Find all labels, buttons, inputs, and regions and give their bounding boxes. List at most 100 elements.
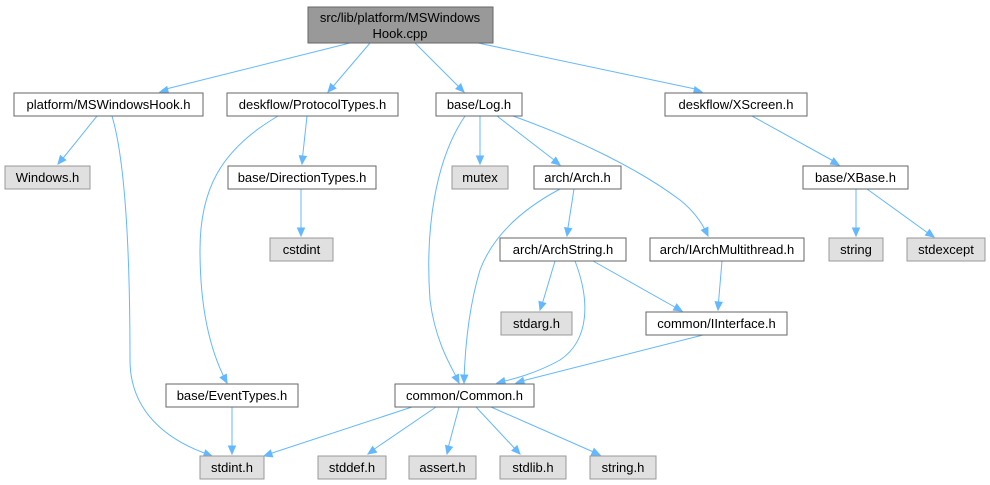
edge-log-to-mutex: [475, 116, 485, 166]
node-common-iinterface-h[interactable]: common/IInterface.h: [645, 311, 788, 336]
edge-arch-to-common: [459, 188, 561, 385]
arrow-head-icon: [366, 445, 378, 455]
edge-root-to-log: [414, 42, 465, 93]
arrow-head-icon: [851, 227, 861, 238]
edge-common-to-stddef: [366, 406, 437, 455]
node-base-eventtypes-h[interactable]: base/EventTypes.h: [165, 383, 299, 408]
arrow-head-icon: [158, 85, 170, 95]
arrow-head-icon: [227, 445, 237, 456]
node-base-directiontypes-h[interactable]: base/DirectionTypes.h: [227, 165, 377, 190]
edge-protocoltypes-to-directiontypes: [298, 115, 308, 166]
svg-text:arch/ArchString.h: arch/ArchString.h: [513, 242, 613, 257]
svg-text:cstdint: cstdint: [283, 242, 321, 257]
svg-text:platform/MSWindowsHook.h: platform/MSWindowsHook.h: [27, 97, 191, 112]
node-string[interactable]: string: [828, 237, 884, 262]
svg-text:string.h: string.h: [602, 460, 645, 475]
arrow-head-icon: [564, 226, 573, 238]
node-root-label-line2: Hook.cpp: [373, 26, 428, 41]
svg-text:deskflow/XScreen.h: deskflow/XScreen.h: [679, 97, 794, 112]
edge-xbase-to-string: [851, 189, 861, 238]
svg-text:stdint.h: stdint.h: [211, 460, 253, 475]
edge-platform-hook-to-windows: [57, 115, 98, 165]
node-mutex[interactable]: mutex: [451, 165, 509, 190]
svg-text:assert.h: assert.h: [419, 460, 465, 475]
arrow-head-icon: [298, 155, 308, 166]
node-stdexcept[interactable]: stdexcept: [906, 237, 986, 262]
node-assert-h[interactable]: assert.h: [408, 455, 477, 480]
svg-text:Windows.h: Windows.h: [16, 170, 80, 185]
node-deskflow-xscreen-h[interactable]: deskflow/XScreen.h: [664, 92, 808, 117]
arrow-head-icon: [538, 300, 547, 312]
edges: [57, 42, 936, 458]
arrow-head-icon: [672, 303, 684, 312]
edge-common-to-string-h: [490, 406, 602, 456]
svg-text:base/EventTypes.h: base/EventTypes.h: [177, 388, 288, 403]
edge-platform-hook-to-stdint: [111, 115, 214, 458]
arrow-head-icon: [451, 373, 460, 385]
svg-text:common/IInterface.h: common/IInterface.h: [657, 316, 776, 331]
arrow-head-icon: [924, 228, 936, 238]
node-string-h[interactable]: string.h: [589, 455, 657, 480]
node-common-common-h[interactable]: common/Common.h: [394, 383, 535, 408]
arrow-head-icon: [444, 444, 454, 456]
svg-text:stddef.h: stddef.h: [329, 460, 375, 475]
arrow-head-icon: [829, 157, 841, 166]
node-windows-h[interactable]: Windows.h: [4, 165, 91, 190]
arrow-head-icon: [459, 374, 469, 385]
node-stdarg-h[interactable]: stdarg.h: [500, 311, 573, 336]
svg-text:base/XBase.h: base/XBase.h: [815, 170, 896, 185]
edge-common-to-stdlib: [475, 406, 521, 455]
arrow-head-icon: [714, 301, 723, 312]
edge-root-to-platform-hook: [158, 42, 351, 95]
edge-root-to-xscreen: [477, 42, 704, 95]
edge-xscreen-to-xbase: [751, 115, 841, 166]
node-deskflow-protocoltypes-h[interactable]: deskflow/ProtocolTypes.h: [226, 92, 399, 117]
node-root-label-line1: src/lib/platform/MSWindows: [320, 10, 481, 25]
svg-text:common/Common.h: common/Common.h: [406, 388, 523, 403]
arrow-head-icon: [475, 155, 485, 166]
edge-log-to-iarchmultithread: [512, 115, 709, 238]
edge-common-to-stdint: [262, 406, 413, 458]
edge-archstring-to-iinterface: [592, 260, 684, 312]
svg-text:stdlib.h: stdlib.h: [512, 460, 553, 475]
node-arch-arch-h[interactable]: arch/Arch.h: [533, 165, 622, 190]
node-arch-iarchmultithread-h[interactable]: arch/IArchMultithread.h: [649, 237, 805, 262]
node-stdlib-h[interactable]: stdlib.h: [499, 455, 567, 480]
arrow-head-icon: [454, 82, 465, 93]
node-cstdint[interactable]: cstdint: [269, 237, 334, 262]
node-stddef-h[interactable]: stddef.h: [317, 455, 387, 480]
edge-common-to-assert: [444, 406, 460, 456]
node-arch-archstring-h[interactable]: arch/ArchString.h: [499, 237, 627, 262]
node-platform-mswindowshook-h[interactable]: platform/MSWindowsHook.h: [13, 92, 204, 117]
svg-text:arch/Arch.h: arch/Arch.h: [544, 170, 610, 185]
arrow-head-icon: [590, 447, 602, 456]
arrow-head-icon: [296, 227, 306, 238]
svg-text:string: string: [840, 242, 872, 257]
edge-eventtypes-to-stdint: [227, 407, 237, 456]
arrow-head-icon: [219, 373, 228, 385]
node-base-xbase-h[interactable]: base/XBase.h: [802, 165, 909, 190]
edge-arch-to-archstring: [564, 188, 575, 238]
svg-text:mutex: mutex: [462, 170, 498, 185]
svg-text:base/DirectionTypes.h: base/DirectionTypes.h: [238, 170, 367, 185]
svg-text:stdarg.h: stdarg.h: [513, 316, 560, 331]
edge-root-to-protocoltypes: [327, 42, 371, 93]
node-root-mswindowshook-cpp[interactable]: src/lib/platform/MSWindows Hook.cpp: [307, 6, 494, 44]
svg-text:arch/IArchMultithread.h: arch/IArchMultithread.h: [660, 242, 794, 257]
svg-text:base/Log.h: base/Log.h: [447, 97, 511, 112]
edge-log-to-common: [428, 115, 466, 385]
arrow-head-icon: [700, 226, 709, 238]
edge-archstring-to-stdarg: [538, 260, 556, 312]
arrow-head-icon: [511, 444, 521, 455]
arrow-head-icon: [327, 82, 337, 93]
edge-directiontypes-to-cstdint: [296, 189, 306, 238]
arrow-head-icon: [550, 156, 561, 166]
svg-text:stdexcept: stdexcept: [918, 242, 974, 257]
arrow-head-icon: [262, 449, 274, 458]
svg-text:deskflow/ProtocolTypes.h: deskflow/ProtocolTypes.h: [239, 97, 386, 112]
arrow-head-icon: [514, 376, 526, 386]
node-base-log-h[interactable]: base/Log.h: [435, 92, 523, 117]
node-stdint-h[interactable]: stdint.h: [199, 455, 265, 480]
edge-protocoltypes-to-eventtypes: [199, 115, 279, 385]
